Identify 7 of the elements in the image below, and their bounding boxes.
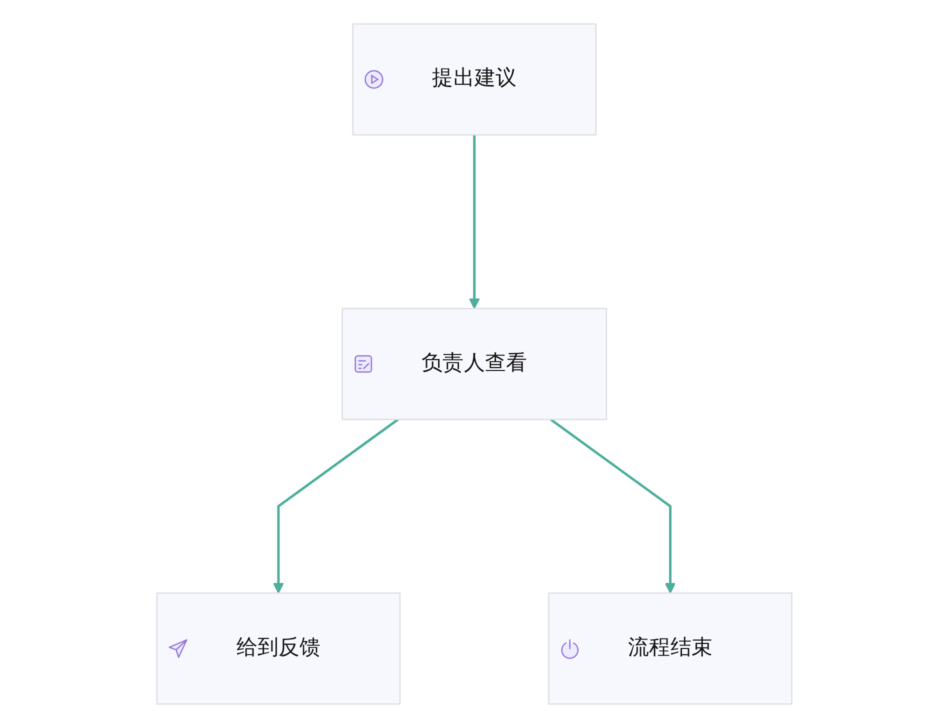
node-box: 给到反馈: [156, 592, 400, 705]
node-box: 流程结束: [548, 592, 792, 705]
node-box: 提出建议: [352, 23, 596, 136]
arrow: [550, 418, 676, 594]
arrow: [468, 134, 480, 309]
arrow: [272, 418, 398, 594]
node-box: 负责人查看: [341, 308, 607, 420]
